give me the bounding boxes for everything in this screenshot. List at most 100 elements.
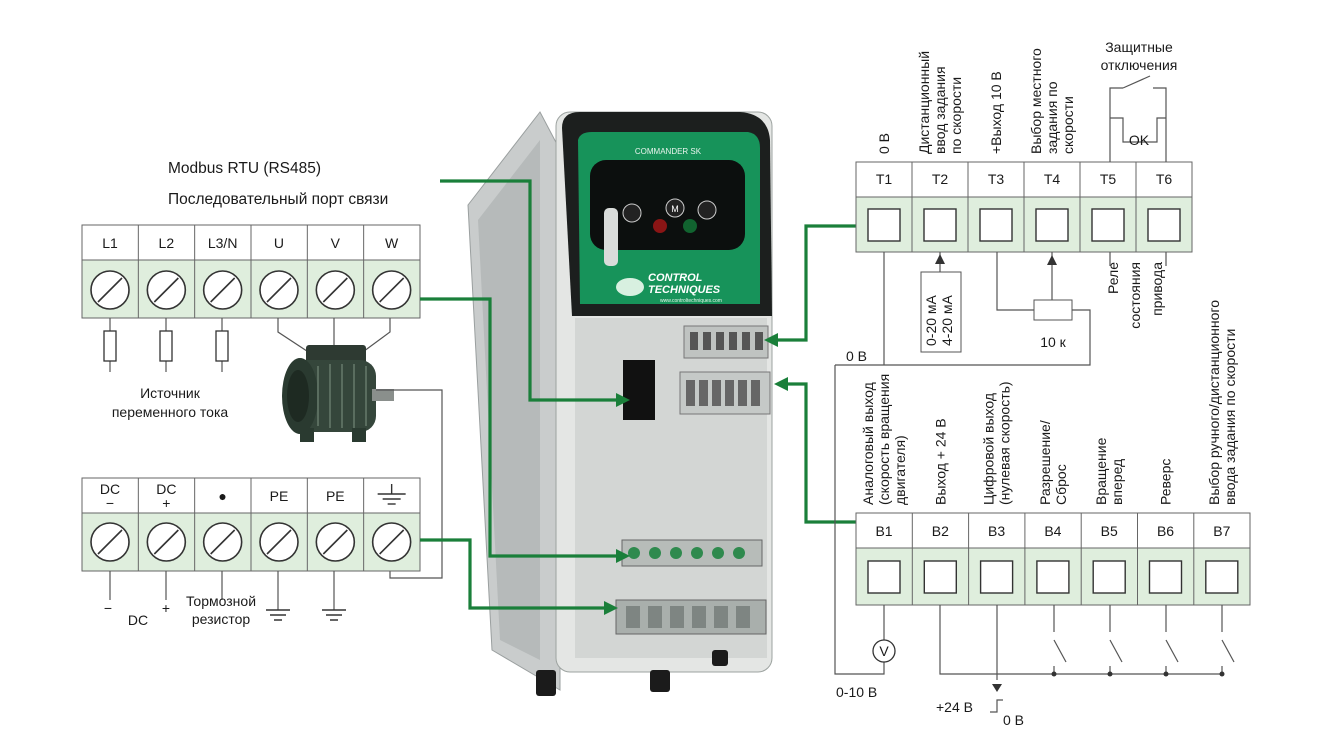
motor-image — [282, 345, 394, 442]
bottom-terminal-desc: Разрешение/ — [1037, 420, 1053, 505]
bottom-wiring — [834, 365, 1235, 713]
voltmeter-symbol — [872, 639, 896, 663]
power-terminal-block: L1 L2 L3/N U V W — [81, 224, 421, 319]
terminal-square — [1147, 208, 1181, 242]
ground-symbols — [266, 609, 346, 621]
bottom-terminal-id: B1 — [875, 523, 892, 539]
pot-label: 10 к — [1040, 334, 1066, 350]
power-terminal-label: L2 — [159, 235, 175, 251]
top-terminal-desc: задания по — [1044, 81, 1060, 154]
zero-v-bottom: 0 В — [1003, 712, 1024, 728]
top-terminal-desc: Дистанционный — [916, 51, 932, 154]
power-terminal-label: W — [385, 235, 399, 251]
dc-terminal-label: ● — [218, 488, 226, 504]
protect-switch — [1109, 75, 1167, 162]
top-terminal-desc: +Выход 10 В — [988, 71, 1004, 154]
bottom-terminal-id: B6 — [1157, 523, 1174, 539]
protect-label-1: Защитные — [1105, 39, 1173, 55]
top-terminal-id: T2 — [932, 171, 949, 187]
bottom-terminal-id: B7 — [1213, 523, 1230, 539]
dc-plus-sign: + — [162, 600, 170, 616]
zero-v-top: 0 В — [846, 348, 867, 364]
dc-terminal-label: PE — [326, 488, 345, 504]
bottom-terminal-desc: двигателя) — [892, 435, 908, 505]
terminal-square — [923, 560, 957, 594]
terminal-square — [1036, 560, 1070, 594]
relay-label: привода — [1149, 262, 1165, 316]
terminal-square — [979, 560, 1014, 594]
device-m-button: M — [671, 204, 679, 214]
serial-protocol-label: Modbus RTU (RS485) — [168, 160, 321, 177]
bottom-terminal-desc: (нулевая скорость) — [997, 381, 1013, 505]
top-terminal-id: T3 — [988, 171, 1005, 187]
bottom-terminal-desc: вперед — [1109, 459, 1125, 505]
terminal-square — [867, 208, 901, 242]
top-terminal-id: T5 — [1100, 171, 1117, 187]
bottom-terminal-id: B3 — [988, 523, 1005, 539]
dc-minus-sign: − — [104, 600, 112, 616]
relay-label: Реле — [1105, 262, 1121, 294]
terminal-square — [1148, 560, 1183, 594]
terminal-square — [1091, 208, 1125, 242]
top-terminal-desc: по скорости — [948, 77, 964, 154]
brake-label-1: Тормозной — [186, 593, 256, 609]
top-terminal-desc: скорости — [1060, 96, 1076, 154]
ac-source-fuses — [103, 318, 229, 372]
bottom-terminal-id: B5 — [1101, 523, 1118, 539]
bottom-terminal-desc: Реверс — [1158, 459, 1174, 505]
top-terminal-desc: Выбор местного — [1028, 48, 1044, 154]
dc-terminal-label: DC — [100, 481, 120, 497]
top-terminal-desc: 0 В — [876, 133, 892, 154]
power-terminal-label: V — [331, 235, 341, 251]
bottom-terminal-block: B1 B2 B3 B4 B5 B6 B7 — [855, 512, 1251, 606]
top-terminal-id: T4 — [1044, 171, 1061, 187]
brake-label-2: резистор — [192, 611, 251, 627]
ac-source-label-1: Источник — [140, 385, 201, 401]
bottom-terminal-desc: Аналоговый выход — [860, 382, 876, 505]
current-range-label: 4-20 мА — [939, 294, 955, 346]
potentiometer — [835, 252, 1091, 366]
dc-terminal-sign: − — [106, 495, 114, 511]
top-terminal-block: T1 T2 T3 T4 T5 T6 — [855, 161, 1193, 253]
device-model-label: COMMANDER SK — [635, 147, 702, 156]
ac-source-label-2: переменного тока — [112, 404, 229, 420]
terminal-square — [979, 208, 1013, 242]
current-range-label: 0-20 мА — [923, 294, 939, 346]
drive-device-image: COMMANDER SK M CONTROL TECHNIQUES www.co… — [467, 111, 773, 696]
dc-terminal-label: DC — [156, 481, 176, 497]
top-terminal-id: T1 — [876, 171, 893, 187]
bottom-terminal-id: B4 — [1044, 523, 1061, 539]
bottom-terminal-desc: Выбор ручного/дистанционного — [1206, 300, 1222, 505]
bottom-terminal-desc: (скорость вращения — [876, 374, 892, 505]
connection-arrows — [420, 179, 856, 615]
dc-label: DC — [128, 612, 148, 628]
protect-label-2: отключения — [1101, 57, 1178, 73]
bottom-terminal-id: B2 — [932, 523, 949, 539]
dc-terminal-label: PE — [270, 488, 289, 504]
dc-terminal-sign: + — [162, 495, 170, 511]
power-terminal-label: L1 — [102, 235, 118, 251]
current-input-box — [920, 252, 962, 353]
bottom-terminal-desc: Цифровой выход — [981, 393, 997, 505]
relay-label: состояния — [1127, 262, 1143, 329]
ok-label: OK — [1129, 132, 1150, 148]
plus24-label: +24 В — [936, 699, 973, 715]
power-terminal-label: L3/N — [208, 235, 238, 251]
serial-port-label: Последовательный порт связи — [168, 191, 388, 208]
terminal-square — [1035, 208, 1069, 242]
terminal-square — [1092, 560, 1126, 594]
ground-terminal-icon — [377, 484, 406, 505]
bottom-terminal-desc: ввода задания по скорости — [1222, 329, 1238, 505]
terminal-square — [923, 208, 957, 242]
out-range-label: 0-10 В — [836, 684, 877, 700]
voltmeter-label: V — [879, 643, 889, 659]
terminal-square — [1205, 560, 1239, 594]
brand-line-1: CONTROL — [648, 272, 703, 284]
power-terminal-label: U — [274, 235, 284, 251]
terminal-square — [867, 560, 901, 594]
top-terminal-id: T6 — [1156, 171, 1173, 187]
brand-line-2: TECHNIQUES — [648, 284, 721, 296]
bottom-terminal-desc: Вращение — [1093, 437, 1109, 505]
